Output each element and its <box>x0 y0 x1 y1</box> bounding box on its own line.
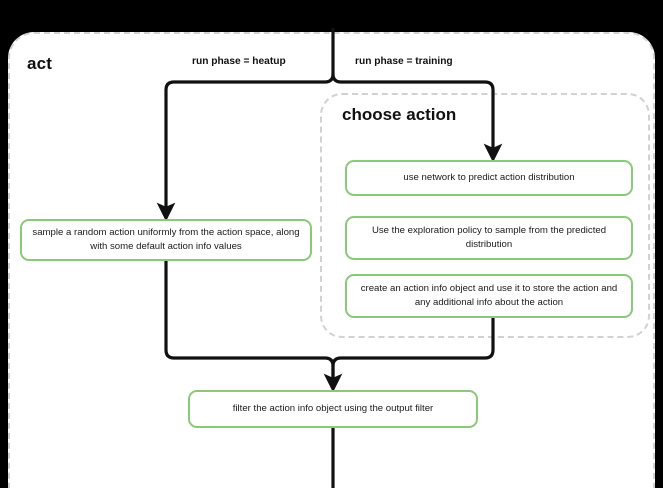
node-filter-action-info[interactable]: filter the action info object using the … <box>188 390 478 428</box>
node-create-action-info[interactable]: create an action info object and use it … <box>345 274 633 318</box>
edge-label-heatup: run phase = heatup <box>192 56 286 67</box>
act-title: act <box>27 54 53 73</box>
edge-label-training: run phase = training <box>355 56 453 67</box>
node-exploration-policy[interactable]: Use the exploration policy to sample fro… <box>345 216 633 260</box>
node-use-network-predict[interactable]: use network to predict action distributi… <box>345 160 633 196</box>
choose-action-title: choose action <box>342 105 457 124</box>
node-sample-random-action[interactable]: sample a random action uniformly from th… <box>20 219 312 261</box>
